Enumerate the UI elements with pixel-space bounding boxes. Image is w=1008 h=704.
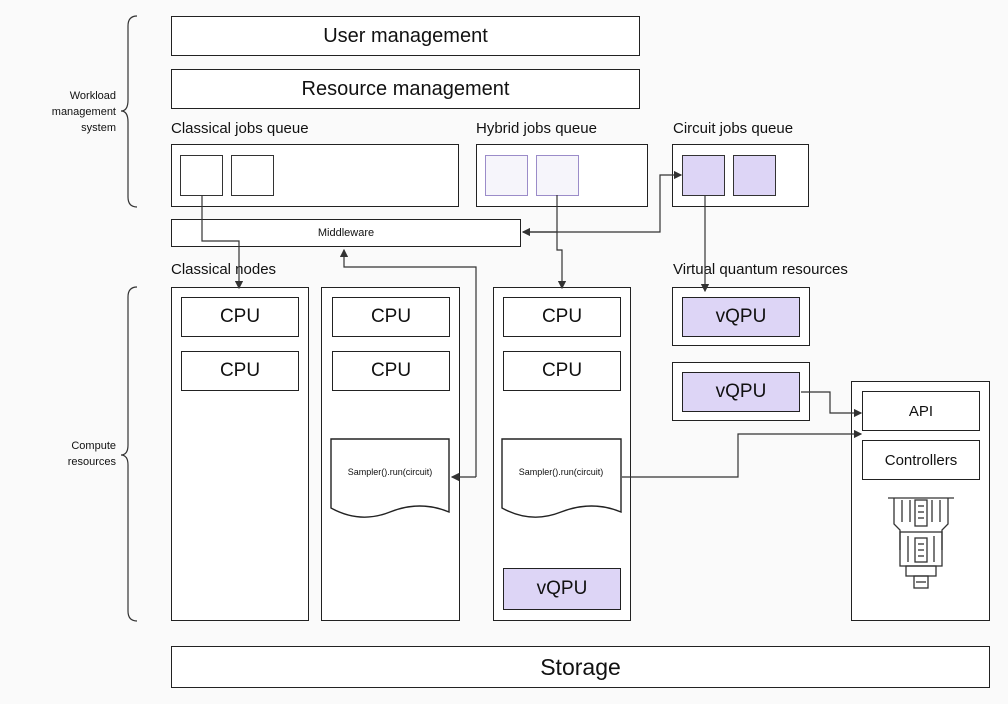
sampler-doc-shape	[330, 438, 450, 518]
cpu-label: CPU	[370, 306, 412, 327]
cpu-box: CPU	[181, 297, 299, 337]
vqpu-box: vQPU	[682, 297, 800, 337]
storage-label: Storage	[540, 653, 621, 680]
user-management-label: User management	[323, 24, 488, 47]
middleware-box: Middleware	[171, 219, 521, 247]
qpu-hardware: API Controllers	[851, 381, 990, 621]
vqpu-box: vQPU	[503, 568, 621, 610]
wms-line-1: Workload	[69, 90, 116, 102]
vqpu-label: vQPU	[715, 381, 767, 402]
classical-node-1: CPU CPU	[171, 287, 309, 621]
vqpu-label: vQPU	[715, 306, 767, 327]
vqpu-label: vQPU	[536, 578, 588, 599]
hybrid-job-slot	[485, 155, 528, 196]
hybrid-to-middleware-arrow	[521, 195, 558, 237]
circuit-jobs-queue	[672, 144, 809, 207]
hybrid-jobs-queue	[476, 144, 648, 207]
classical-jobs-queue	[171, 144, 459, 207]
resource-management-label: Resource management	[301, 77, 510, 100]
controllers-label: Controllers	[884, 451, 958, 469]
wms-line-3: system	[81, 122, 116, 134]
hybrid-queue-title: Hybrid jobs queue	[476, 120, 597, 137]
compute-resources-label: Compute resources	[30, 438, 116, 470]
compute-line-1: Compute	[71, 440, 116, 452]
virtual-quantum-resource-1: vQPU	[672, 287, 810, 346]
classical-nodes-title: Classical nodes	[171, 261, 277, 278]
cpu-box: CPU	[332, 297, 450, 337]
workload-management-label: Workload management system	[30, 88, 116, 136]
middleware-label: Middleware	[317, 227, 375, 239]
circuit-queue-title: Circuit jobs queue	[673, 120, 794, 137]
sampler-doc-shape	[501, 438, 622, 518]
wms-brace	[120, 15, 138, 208]
hybrid-job-slot	[536, 155, 579, 196]
middleware-circuit-arrow	[523, 170, 683, 233]
user-management-box: User management	[171, 16, 640, 56]
cpu-label: CPU	[219, 306, 261, 327]
sampler-text-overlay: Sampler().run(circuit)	[347, 467, 433, 477]
compute-line-2: resources	[67, 456, 116, 468]
hybrid-to-node-arrow	[556, 232, 567, 290]
classical-job-slot	[231, 155, 274, 196]
vqpu-to-api-arrow	[801, 391, 863, 418]
cpu-label: CPU	[219, 360, 261, 381]
resource-management-box: Resource management	[171, 69, 640, 109]
wms-line-2: management	[51, 106, 116, 118]
classical-queue-title: Classical jobs queue	[171, 120, 309, 137]
quantum-chip-icon	[880, 492, 962, 596]
sampler-to-hardware-arrow	[622, 429, 863, 478]
virtual-quantum-title: Virtual quantum resources	[673, 261, 848, 278]
cpu-box: CPU	[503, 351, 621, 391]
api-box: API	[862, 391, 980, 431]
circuit-job-slot	[733, 155, 776, 196]
virtual-quantum-resource-2: vQPU	[672, 362, 810, 421]
vqpu-box: vQPU	[682, 372, 800, 412]
cpu-label: CPU	[370, 360, 412, 381]
cpu-label: CPU	[541, 360, 583, 381]
storage-box: Storage	[171, 646, 990, 688]
compute-brace	[120, 286, 138, 622]
controllers-box: Controllers	[862, 440, 980, 480]
api-label: API	[908, 402, 934, 420]
cpu-label: CPU	[541, 306, 583, 327]
classical-job-arrow	[201, 195, 244, 290]
sampler-text-overlay: Sampler().run(circuit)	[518, 467, 604, 477]
sampler-to-middleware-arrow	[339, 248, 477, 477]
circuit-job-slot	[682, 155, 725, 196]
cpu-box: CPU	[503, 297, 621, 337]
cpu-box: CPU	[181, 351, 299, 391]
cpu-box: CPU	[332, 351, 450, 391]
